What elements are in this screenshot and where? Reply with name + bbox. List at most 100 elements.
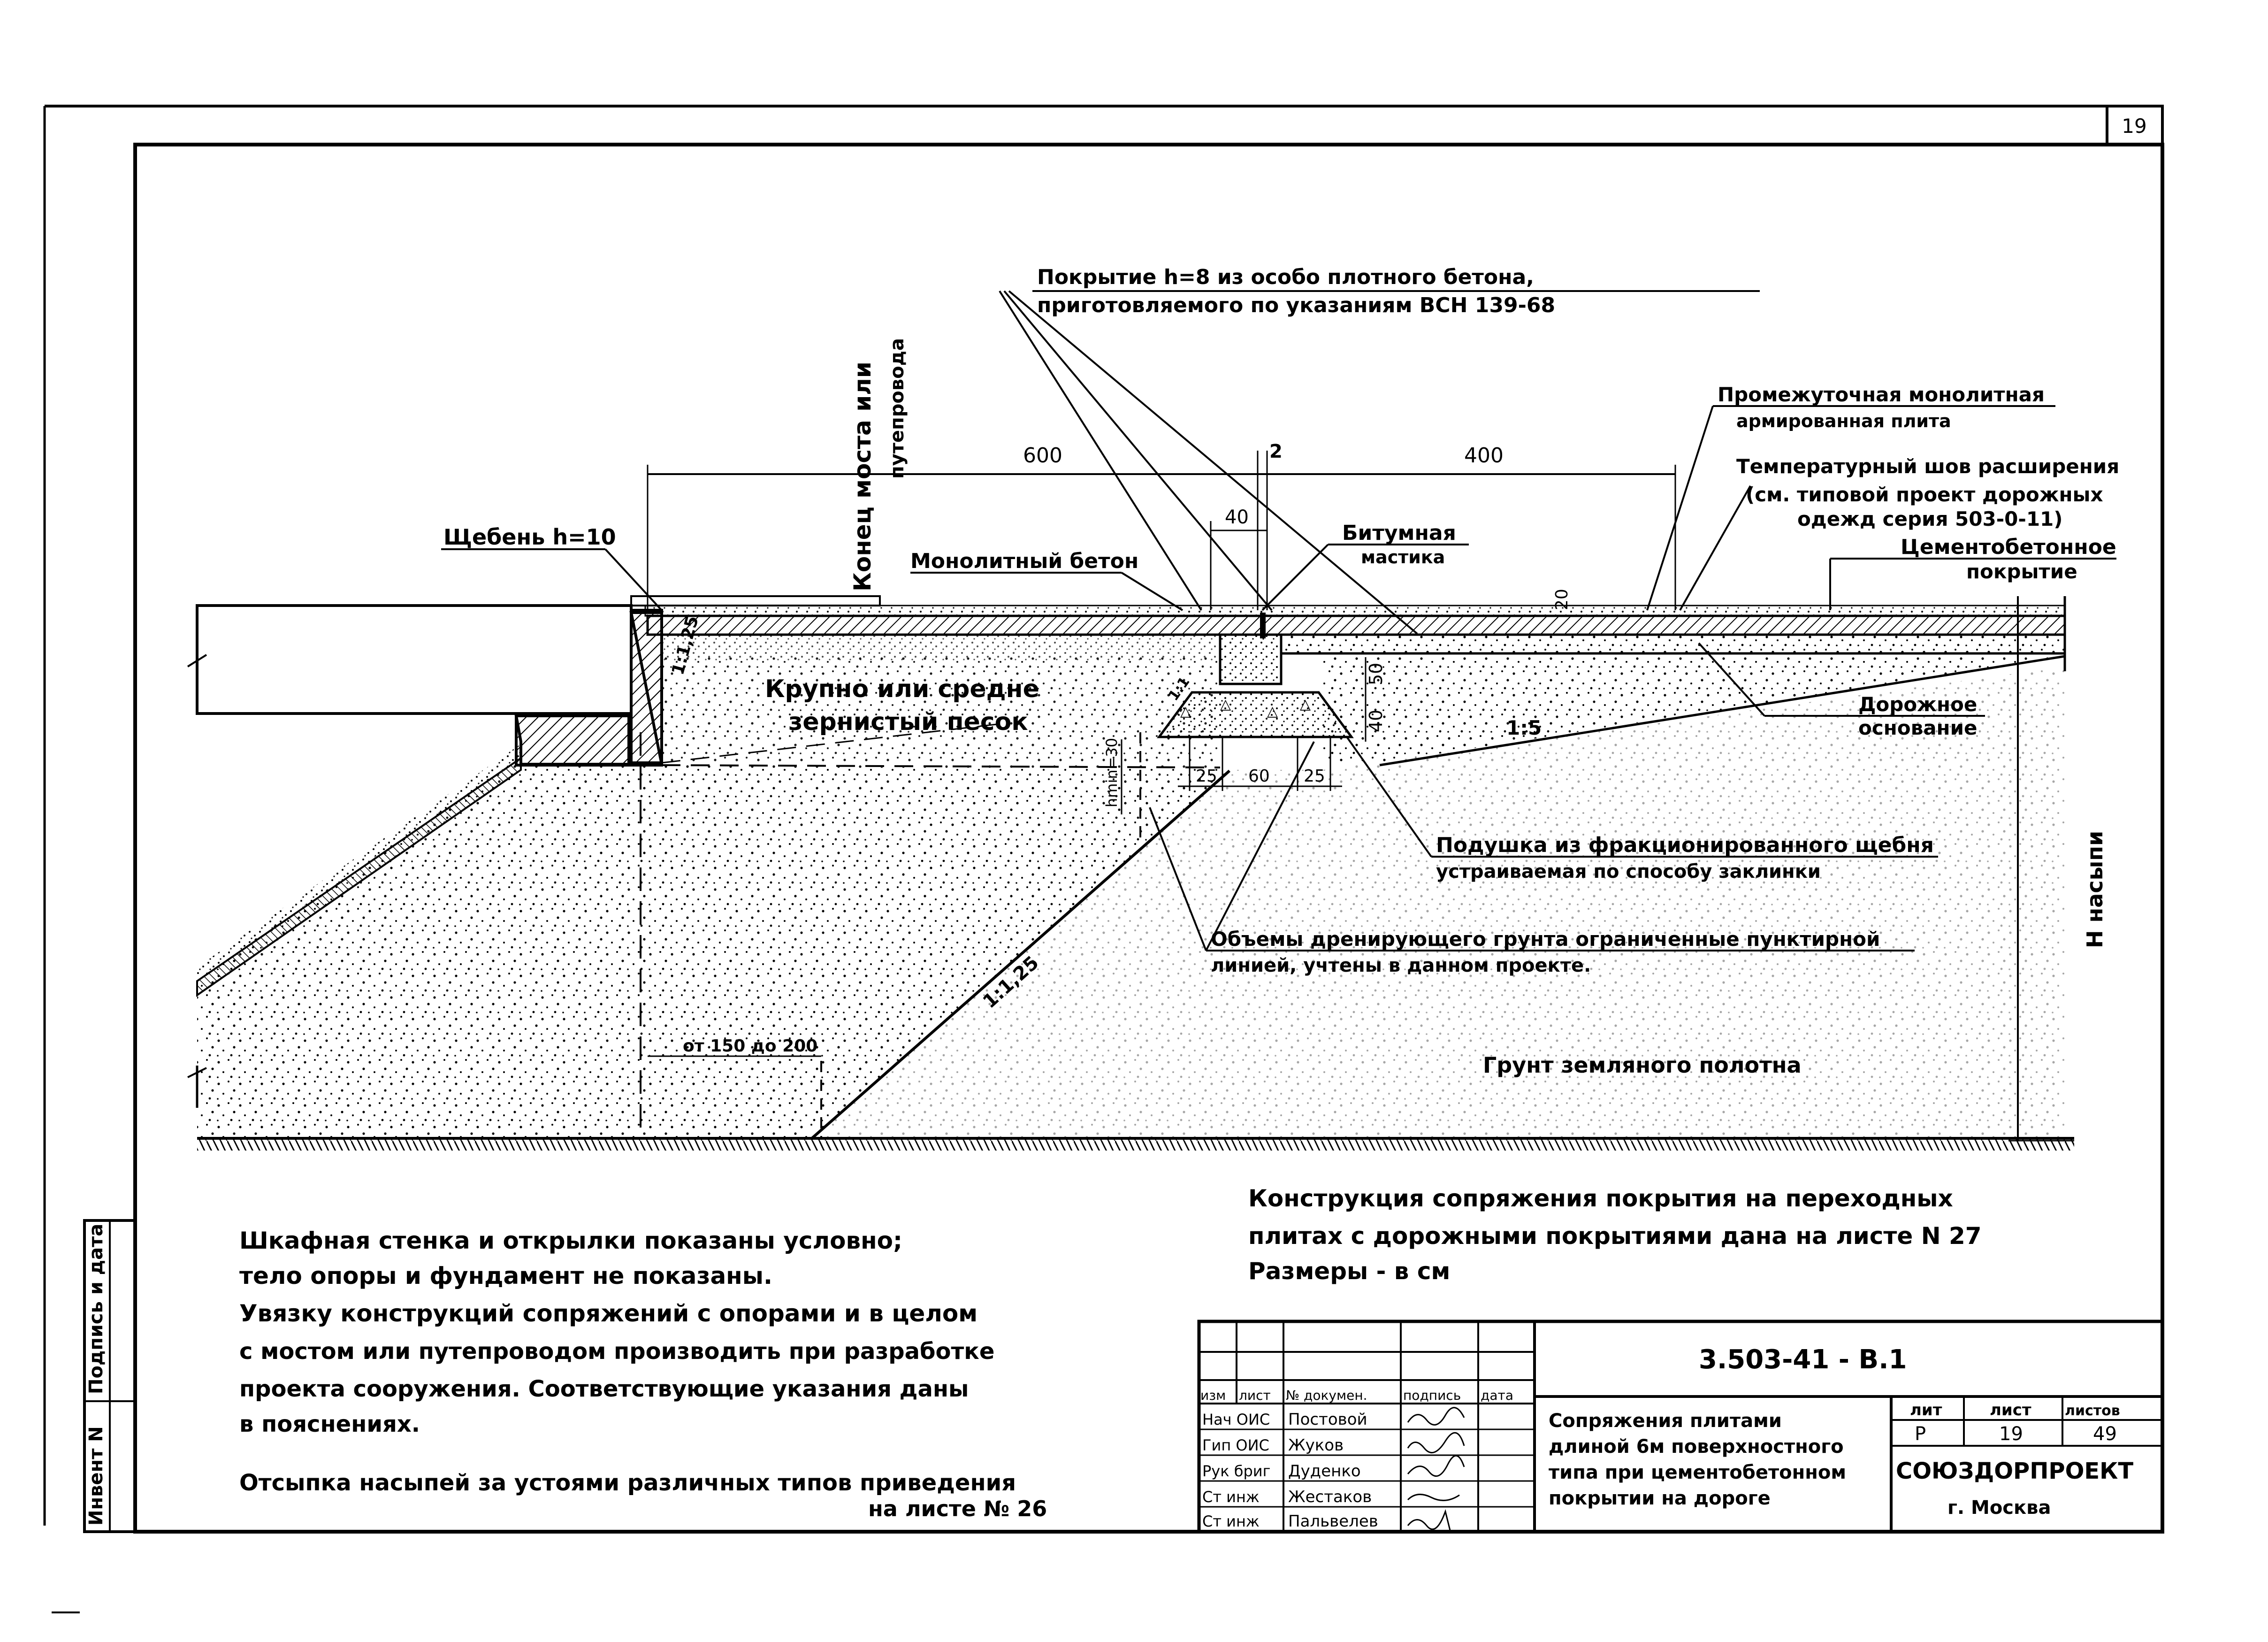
tb-role-1: Нач ОИС bbox=[1202, 1411, 1270, 1428]
tb-desc-1: Сопряжения плитами bbox=[1549, 1410, 1782, 1432]
label-crushed-stone: Щебень h=10 bbox=[443, 524, 616, 550]
dim-25b: 25 bbox=[1304, 767, 1325, 786]
tb-header-list: лист bbox=[1239, 1388, 1271, 1403]
label-sand-1: Крупно или средне bbox=[765, 675, 1039, 703]
tb-sheets: 49 bbox=[2093, 1423, 2117, 1445]
tb-role-4: Ст инж bbox=[1202, 1488, 1260, 1506]
label-temp-joint-1: Температурный шов расширения bbox=[1736, 455, 2119, 478]
dashed-boundaries bbox=[640, 732, 1141, 1138]
label-road-base-1: Дорожное bbox=[1858, 693, 1977, 716]
drawing-labels: Покрытие h=8 из особо плотного бетона, п… bbox=[443, 265, 2119, 1078]
note-left-4: с мостом или путепроводом производить пр… bbox=[239, 1338, 994, 1365]
tb-name-2: Жуков bbox=[1288, 1436, 1344, 1455]
sheet-corner-number: 19 bbox=[2122, 115, 2146, 138]
tb-stage: Р bbox=[1915, 1423, 1926, 1445]
tb-name-4: Жестаков bbox=[1288, 1488, 1372, 1506]
label-bitumen-2: мастика bbox=[1361, 547, 1445, 568]
side-stamp: Инвент N Подпись и дата bbox=[83, 1219, 137, 1533]
note-left-7: Отсыпка насыпей за устоями различных тип… bbox=[239, 1470, 1016, 1496]
tb-name-1: Постовой bbox=[1288, 1410, 1367, 1429]
slope-1-5: 1:5 bbox=[1506, 716, 1542, 739]
tb-org: СОЮЗДОРПРОЕКТ bbox=[1896, 1458, 2133, 1484]
label-cement-1: Цементобетонное bbox=[1901, 535, 2116, 559]
label-drain-1: Объемы дренирующего грунта ограниченные … bbox=[1211, 928, 1880, 951]
tb-header-doc: № докумен. bbox=[1286, 1388, 1367, 1403]
dimension-lines bbox=[647, 451, 2074, 1142]
tb-role-5: Ст инж bbox=[1202, 1512, 1260, 1530]
dim-60: 60 bbox=[1248, 767, 1270, 786]
dim-hmin: hmin=30 bbox=[1103, 738, 1121, 807]
tb-desc-4: покрытии на дороге bbox=[1549, 1488, 1771, 1509]
label-cement-2: покрытие bbox=[1966, 560, 2077, 583]
backwall bbox=[187, 604, 664, 767]
notes-left: Шкафная стенка и открылки показаны услов… bbox=[239, 1227, 1047, 1521]
label-temp-joint-3: одежд серия 503-0-11) bbox=[1797, 507, 2062, 530]
tb-name-5: Пальвелев bbox=[1288, 1512, 1378, 1531]
label-bridge-end-1: Конец моста или bbox=[849, 361, 876, 591]
label-intermediate-slab-2: армированная плита bbox=[1736, 411, 1951, 431]
dim-2: 2 bbox=[1269, 441, 1283, 462]
notes-right: Конструкция сопряжения покрытия на перех… bbox=[1248, 1185, 1982, 1285]
dim-400: 400 bbox=[1464, 444, 1504, 468]
label-intermediate-slab-1: Промежуточная монолитная bbox=[1718, 383, 2045, 406]
tb-city: г. Москва bbox=[1947, 1497, 2051, 1519]
tb-role-3: Рук бриг bbox=[1202, 1462, 1270, 1480]
label-sand-2: зернистый песок bbox=[788, 708, 1028, 736]
tb-sheets-label: листов bbox=[2065, 1403, 2120, 1419]
label-bridge-end-2: путепровода bbox=[886, 338, 908, 479]
svg-text:△: △ bbox=[1180, 703, 1191, 720]
label-top-note-2: приготовляемого по указаниям ВСН 139-68 bbox=[1037, 293, 1555, 317]
note-right-1: Конструкция сопряжения покрытия на перех… bbox=[1248, 1185, 1953, 1212]
ground-line bbox=[197, 1137, 2074, 1151]
label-road-base-2: основание bbox=[1858, 716, 1977, 739]
tb-desc-3: типа при цементобетонном bbox=[1549, 1462, 1846, 1483]
dim-25a: 25 bbox=[1196, 767, 1217, 786]
note-right-2: плитах с дорожными покрытиями дана на ли… bbox=[1248, 1222, 1982, 1250]
svg-text:△: △ bbox=[1300, 696, 1311, 713]
tb-stage-label: лит bbox=[1910, 1401, 1942, 1419]
abutment-slope bbox=[187, 744, 522, 1108]
svg-text:△: △ bbox=[1220, 696, 1231, 713]
dim-20: 20 bbox=[1552, 589, 1572, 610]
tb-header-sign: подпись bbox=[1403, 1388, 1461, 1403]
tb-header-izm: изм bbox=[1200, 1388, 1226, 1403]
note-left-8: на листе № 26 bbox=[868, 1496, 1047, 1521]
tb-name-3: Дуденко bbox=[1288, 1462, 1361, 1481]
tb-header-date: дата bbox=[1481, 1388, 1513, 1403]
pavement-layers bbox=[630, 595, 2066, 770]
note-left-1: Шкафная стенка и открылки показаны услов… bbox=[239, 1227, 902, 1254]
label-h-fill: Н насыпи bbox=[2082, 831, 2108, 948]
sheet-frame: 19 bbox=[43, 105, 2164, 1613]
note-right-3: Размеры - в см bbox=[1248, 1258, 1450, 1285]
dim-40: 40 bbox=[1225, 506, 1249, 528]
side-stamp-sign: Подпись и дата bbox=[85, 1224, 107, 1394]
tb-sheet: 19 bbox=[1999, 1423, 2023, 1445]
note-left-2: тело опоры и фундамент не показаны. bbox=[239, 1262, 772, 1289]
label-top-note-1: Покрытие h=8 из особо плотного бетона, bbox=[1037, 265, 1534, 289]
tb-sheet-label: лист bbox=[1990, 1401, 2031, 1419]
title-block: изм лист № докумен. подпись дата Нач ОИС… bbox=[1197, 1320, 2164, 1534]
dim-50: 50 bbox=[1366, 663, 1386, 685]
tb-doc-code: 3.503-41 - В.1 bbox=[1699, 1344, 1907, 1375]
label-cushion-2: устраиваемая по способу заклинки bbox=[1436, 861, 1821, 882]
signature-marks bbox=[1407, 1407, 1465, 1531]
label-temp-joint-2: (см. типовой проект дорожных bbox=[1746, 483, 2103, 506]
dim-40b: 40 bbox=[1366, 710, 1386, 732]
label-cushion-1: Подушка из фракционированного щебня bbox=[1436, 833, 1934, 857]
dim-600: 600 bbox=[1023, 444, 1062, 468]
note-left-6: в пояснениях. bbox=[239, 1411, 420, 1437]
label-subgrade: Грунт земляного полотна bbox=[1483, 1052, 1802, 1078]
note-left-3: Увязку конструкций сопряжений с опорами … bbox=[239, 1300, 977, 1327]
label-range: от 150 до 200 bbox=[683, 1036, 817, 1056]
label-drain-2: линией, учтены в данном проекте. bbox=[1211, 955, 1591, 976]
stone-cushion: △ △ △ △ bbox=[1157, 691, 1354, 791]
label-bitumen-1: Битумная bbox=[1342, 521, 1456, 545]
svg-text:△: △ bbox=[1267, 703, 1278, 720]
tb-desc-2: длиной 6м поверхностного bbox=[1549, 1436, 1844, 1458]
leader-lines bbox=[441, 290, 2116, 951]
tb-role-2: Гип ОИС bbox=[1202, 1436, 1269, 1454]
note-left-5: проекта сооружения. Соответствующие указ… bbox=[239, 1376, 969, 1402]
label-monolithic-concrete: Монолитный бетон bbox=[910, 549, 1138, 573]
side-stamp-inv: Инвент N bbox=[85, 1426, 107, 1526]
